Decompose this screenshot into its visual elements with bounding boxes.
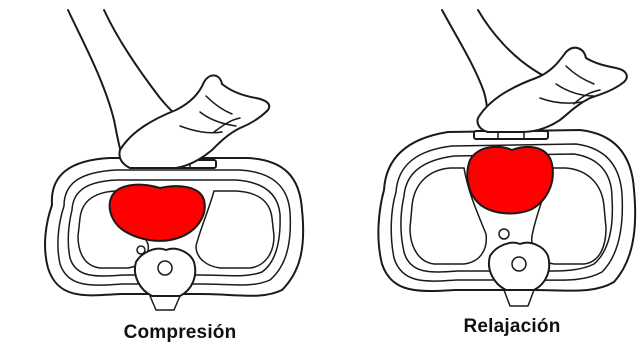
- rescuer-arm: [442, 10, 487, 128]
- compression-panel: [45, 10, 303, 310]
- rescuer-hands: [477, 48, 626, 132]
- relaxation-panel: [378, 10, 635, 306]
- aorta: [137, 246, 145, 254]
- rescuer-hands: [119, 75, 269, 168]
- aorta: [499, 229, 509, 239]
- relaxation-caption: Relajación: [463, 316, 560, 337]
- heart: [110, 185, 205, 241]
- vertebra: [135, 249, 195, 296]
- compression-caption: Compresión: [124, 322, 237, 343]
- heart: [467, 147, 553, 214]
- right-lung: [196, 191, 274, 268]
- vertebra: [489, 243, 549, 290]
